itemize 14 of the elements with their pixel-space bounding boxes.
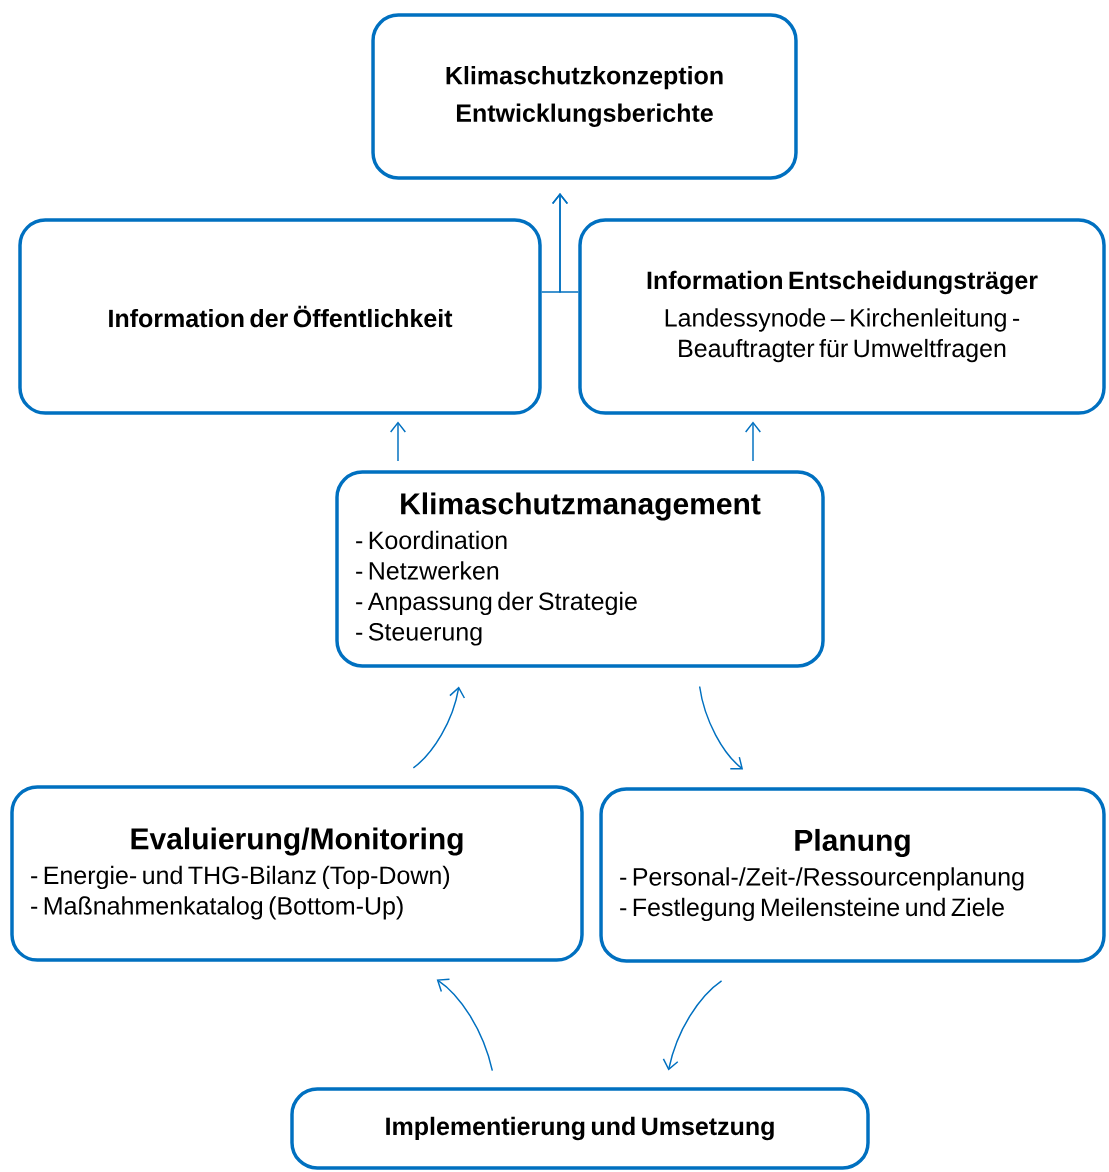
- arrow: [436, 978, 494, 1072]
- process-box: Klimaschutzkonzeption Entwicklungsberichte: [371, 13, 798, 180]
- process-box: Implementierung und Umsetzung: [290, 1087, 870, 1170]
- process-box: Information der Öffentlichkeit: [18, 218, 542, 415]
- arrow: [662, 980, 723, 1071]
- process-box: Planung - Personal-/Zeit-/Ressourcenplanung - Festlegung Meilensteine und Ziele: [599, 787, 1106, 963]
- arrow: [412, 686, 466, 769]
- process-box: Information Entscheidungsträger Landessynode – Kirchenleitung - Beauftragter für Umweltfragen: [578, 218, 1106, 415]
- arrow: [744, 421, 762, 462]
- process-box: Evaluierung/Monitoring - Energie- und THG-Bilanz (Top-Down) - Maßnahmenkatalog (Bottom-Up): [10, 785, 584, 962]
- process-box: Klimaschutzmanagement - Koordination - Netzwerken - Anpassung der Strategie - Steuerung: [335, 470, 825, 668]
- arrow: [551, 193, 579, 293]
- arrow: [698, 685, 744, 770]
- arrow: [389, 421, 407, 462]
